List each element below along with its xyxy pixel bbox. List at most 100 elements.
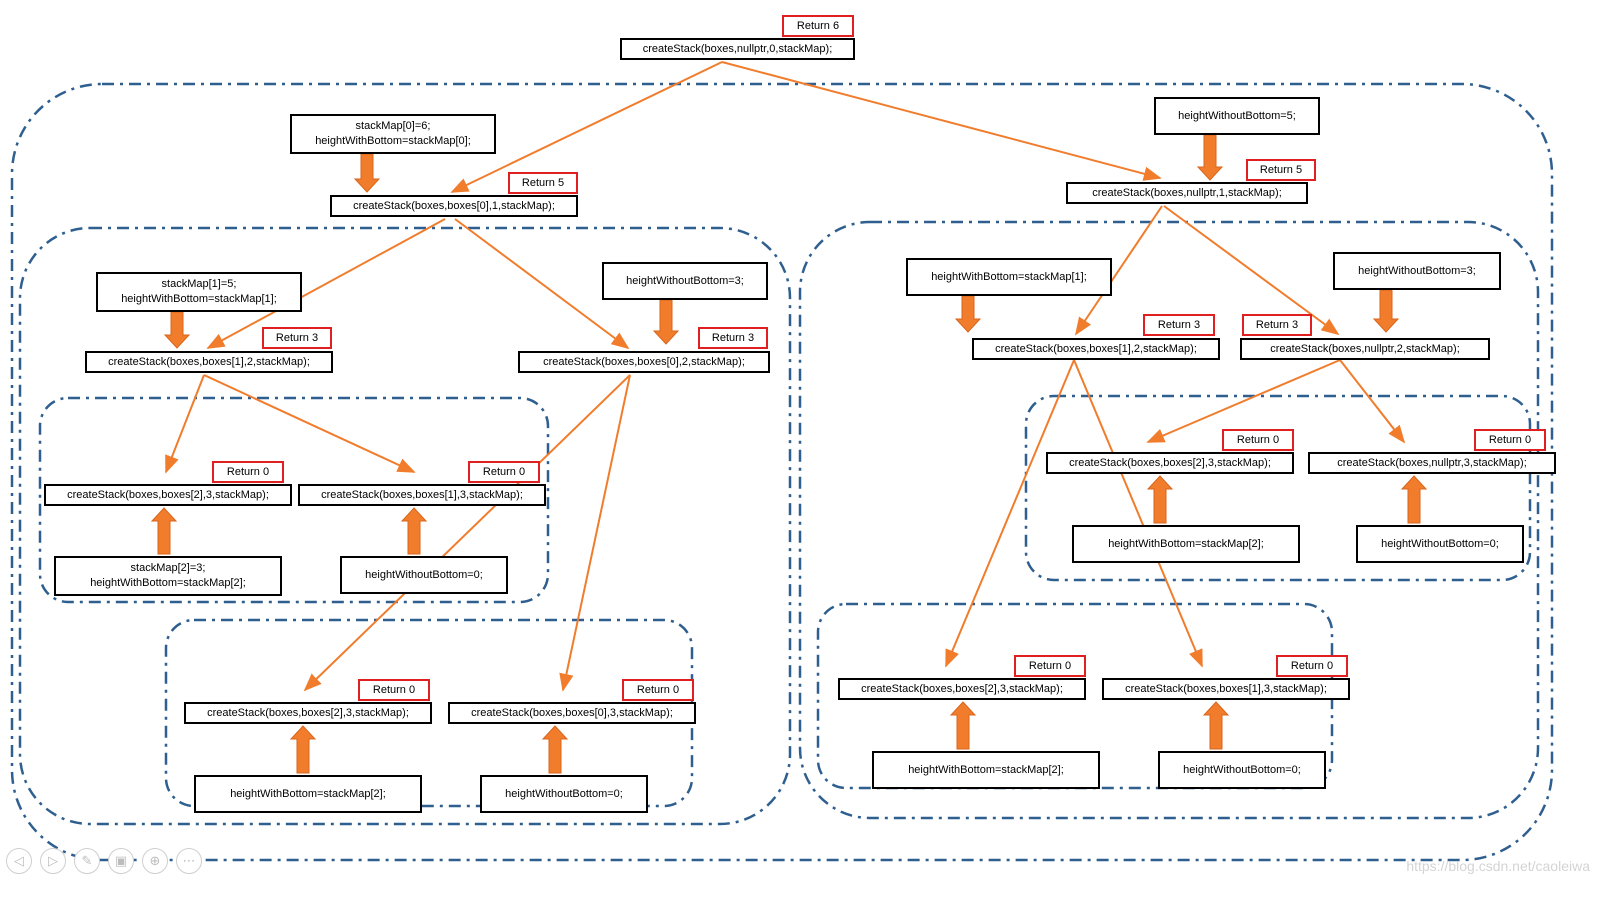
- note-n2d-line-1: heightWithoutBottom=3;: [1358, 264, 1476, 277]
- call-l2c: createStack(boxes,boxes[1],2,stackMap);: [972, 338, 1220, 360]
- call-l3e: createStack(boxes,boxes[2],3,stackMap);: [1046, 452, 1294, 474]
- note-n3a: stackMap[2]=3; heightWithBottom=stackMap…: [54, 556, 282, 596]
- note-n3f: heightWithoutBottom=0;: [1356, 525, 1524, 563]
- return-l3f: Return 0: [1474, 429, 1546, 451]
- group-l3-left-a: [38, 396, 550, 604]
- return-l2a: Return 3: [262, 327, 332, 349]
- return-l3b: Return 0: [468, 461, 540, 483]
- note-n3f-line-1: heightWithoutBottom=0;: [1381, 537, 1499, 550]
- block-arrow-n3c: [289, 725, 317, 774]
- note-n2a-line-2: heightWithBottom=stackMap[1];: [121, 293, 277, 305]
- note-n2c: heightWithBottom=stackMap[1];: [906, 258, 1112, 296]
- note-n2b: heightWithoutBottom=3;: [602, 262, 768, 300]
- edge-l2c-l3g: [945, 359, 1075, 668]
- note-n3g: heightWithBottom=stackMap[2];: [872, 751, 1100, 789]
- block-arrow-n2d: [1372, 289, 1400, 333]
- return-l2b: Return 3: [698, 327, 768, 349]
- edge-l1a-l2a: [206, 218, 446, 349]
- note-n3g-line-1: heightWithBottom=stackMap[2];: [908, 763, 1064, 776]
- call-l3c: createStack(boxes,boxes[2],3,stackMap);: [184, 702, 432, 724]
- note-n1a-line-2: heightWithBottom=stackMap[0];: [315, 135, 471, 147]
- note-n3d-line-1: heightWithoutBottom=0;: [505, 787, 623, 800]
- group-l3-right-a: [1024, 394, 1532, 582]
- call-l3b: createStack(boxes,boxes[1],3,stackMap);: [298, 484, 546, 506]
- note-n3h-line-1: heightWithoutBottom=0;: [1183, 763, 1301, 776]
- block-arrow-n3h: [1202, 701, 1230, 750]
- note-n3a-line-2: heightWithBottom=stackMap[2];: [90, 577, 246, 589]
- group-right-l2: [798, 220, 1540, 820]
- block-arrow-n1a: [353, 153, 381, 193]
- return-l3c: Return 0: [358, 679, 430, 701]
- note-n3e-line-1: heightWithBottom=stackMap[2];: [1108, 537, 1264, 550]
- call-l3f: createStack(boxes,nullptr,3,stackMap);: [1308, 452, 1556, 474]
- note-n2d: heightWithoutBottom=3;: [1333, 252, 1501, 290]
- block-arrow-n2c: [954, 295, 982, 333]
- call-l3g: createStack(boxes,boxes[2],3,stackMap);: [838, 678, 1086, 700]
- edge-root-l1b: [721, 61, 1162, 181]
- edge-l1b-l2d: [1163, 205, 1340, 336]
- return-l3e: Return 0: [1222, 429, 1294, 451]
- return-l3g: Return 0: [1014, 655, 1086, 677]
- call-l2b: createStack(boxes,boxes[0],2,stackMap);: [518, 351, 770, 373]
- block-arrow-n3e: [1146, 475, 1174, 524]
- return-l3a: Return 0: [212, 461, 284, 483]
- call-l2d: createStack(boxes,nullptr,2,stackMap);: [1240, 338, 1490, 360]
- return-l3d: Return 0: [622, 679, 694, 701]
- note-n3c: heightWithBottom=stackMap[2];: [194, 775, 422, 813]
- more-icon[interactable]: ⋯: [176, 848, 202, 874]
- edge-l1a-l2b: [454, 218, 630, 350]
- note-n3c-line-1: heightWithBottom=stackMap[2];: [230, 787, 386, 800]
- note-n2a-line-1: stackMap[1]=5;: [161, 278, 237, 290]
- note-n3e: heightWithBottom=stackMap[2];: [1072, 525, 1300, 563]
- block-arrow-n3g: [949, 701, 977, 750]
- return-l1a: Return 5: [508, 172, 578, 194]
- block-arrow-n3d: [541, 725, 569, 774]
- group-left-l2: [18, 226, 792, 826]
- call-l1b: createStack(boxes,nullptr,1,stackMap);: [1066, 182, 1308, 204]
- call-l2a: createStack(boxes,boxes[1],2,stackMap);: [85, 351, 333, 373]
- slideshow-toolbar: ◁ ▷ ✎ ▣ ⊕ ⋯: [6, 848, 202, 874]
- block-arrow-n3a: [150, 507, 178, 555]
- group-outer: [10, 82, 1554, 862]
- return-l3h: Return 0: [1276, 655, 1348, 677]
- note-n2b-line-1: heightWithoutBottom=3;: [626, 274, 744, 287]
- note-n1a: stackMap[0]=6; heightWithBottom=stackMap…: [290, 114, 496, 154]
- zoom-icon[interactable]: ⊕: [142, 848, 168, 874]
- return-l2c: Return 3: [1143, 314, 1215, 336]
- block-arrow-n1b: [1196, 134, 1224, 181]
- edge-root-l1a: [450, 61, 723, 193]
- block-arrow-n3f: [1400, 475, 1428, 524]
- edge-l2c-l3h: [1073, 359, 1203, 668]
- edge-l2d-l3f: [1339, 359, 1406, 444]
- block-arrow-n3b: [400, 507, 428, 555]
- edge-l2a-l3b: [203, 374, 416, 473]
- edge-l2b-l3c: [303, 374, 631, 692]
- edge-l2d-l3e: [1146, 359, 1341, 443]
- note-n1b: heightWithoutBottom=5;: [1154, 97, 1320, 135]
- note-n3a-line-1: stackMap[2]=3;: [130, 562, 206, 574]
- call-l3h: createStack(boxes,boxes[1],3,stackMap);: [1102, 678, 1350, 700]
- note-n3b-line-1: heightWithoutBottom=0;: [365, 568, 483, 581]
- call-l1a: createStack(boxes,boxes[0],1,stackMap);: [330, 195, 578, 217]
- return-root: Return 6: [782, 15, 854, 37]
- note-n1a-line-1: stackMap[0]=6;: [355, 120, 431, 132]
- next-icon[interactable]: ▷: [40, 848, 66, 874]
- slides-icon[interactable]: ▣: [108, 848, 134, 874]
- note-n1b-line-1: heightWithoutBottom=5;: [1178, 109, 1296, 122]
- block-arrow-n2b: [652, 299, 680, 345]
- prev-icon[interactable]: ◁: [6, 848, 32, 874]
- return-l2d: Return 3: [1242, 314, 1312, 336]
- call-l3d: createStack(boxes,boxes[0],3,stackMap);: [448, 702, 696, 724]
- watermark: https://blog.csdn.net/caoleiwa: [1406, 858, 1590, 874]
- note-n2c-line-1: heightWithBottom=stackMap[1];: [931, 270, 1087, 283]
- call-root: createStack(boxes,nullptr,0,stackMap);: [620, 38, 855, 60]
- block-arrow-n2a: [163, 311, 191, 349]
- return-l1b: Return 5: [1246, 159, 1316, 181]
- pen-icon[interactable]: ✎: [74, 848, 100, 874]
- edge-l1b-l2c: [1074, 205, 1163, 336]
- note-n3h: heightWithoutBottom=0;: [1158, 751, 1326, 789]
- note-n3d: heightWithoutBottom=0;: [480, 775, 648, 813]
- call-l3a: createStack(boxes,boxes[2],3,stackMap);: [44, 484, 292, 506]
